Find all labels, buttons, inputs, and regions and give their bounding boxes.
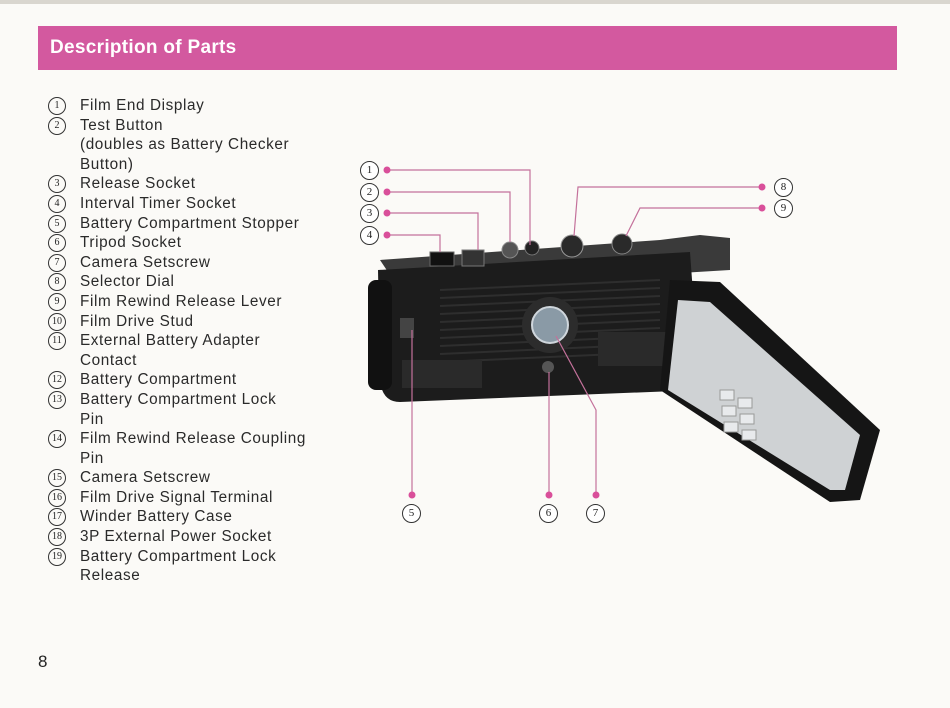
- parts-list: 1 Film End Display 2 Test Button (doubles a…: [48, 96, 348, 586]
- part-item: 15 Camera Setscrew: [48, 468, 348, 488]
- part-item: 18 3P External Power Socket: [48, 527, 348, 547]
- callout-lines: [387, 169, 762, 495]
- front-pad-left: [402, 360, 482, 388]
- part-item: 13 Battery Compartment Lock Pin: [48, 390, 348, 429]
- stopper-shape: [400, 318, 414, 338]
- callout-3: 3: [360, 204, 379, 223]
- part-item: 6 Tripod Socket: [48, 233, 348, 253]
- part-item: 2 Test Button (doubles as Battery Checker…: [48, 116, 348, 175]
- part-name: Film Drive Signal Terminal: [80, 488, 273, 506]
- part-item: 7 Camera Setscrew: [48, 253, 348, 273]
- part-name: Selector Dial: [80, 273, 175, 291]
- part-item: 1 Film End Display: [48, 96, 348, 116]
- part-name: Winder Battery Case: [80, 508, 233, 526]
- callout-8: 8: [774, 178, 793, 197]
- part-number: 12: [48, 371, 66, 390]
- battery-door-inner: [668, 300, 860, 490]
- part-item: 19 Battery Compartment Lock Release: [48, 547, 348, 586]
- part-name: Film Drive Stud: [80, 312, 194, 330]
- part-number: 17: [48, 508, 66, 527]
- callout-dots: [383, 166, 766, 499]
- part-name: Test Button (doubles as Battery Checker …: [80, 116, 290, 173]
- part-item: 9 Film Rewind Release Lever: [48, 292, 348, 312]
- part-number: 5: [48, 214, 66, 233]
- part-number: 3: [48, 175, 66, 194]
- callout-6: 6: [539, 504, 558, 523]
- part-number: 16: [48, 488, 66, 507]
- part-item: 8 Selector Dial: [48, 272, 348, 292]
- battery-contacts: [719, 389, 757, 441]
- part-number: 10: [48, 312, 66, 331]
- part-number: 15: [48, 469, 66, 488]
- front-pad-right: [598, 332, 668, 366]
- part-name: Film Rewind Release Coupling Pin: [80, 430, 306, 467]
- page-number: 8: [38, 652, 48, 671]
- part-number: 6: [48, 234, 66, 253]
- part-name: Camera Setscrew: [80, 469, 211, 487]
- part-item: 14 Film Rewind Release Coupling Pin: [48, 429, 348, 468]
- part-name: Release Socket: [80, 175, 196, 193]
- part-item: 3 Release Socket: [48, 174, 348, 194]
- release-socket-shape: [524, 240, 540, 256]
- part-name: External Battery Adapter Contact: [80, 332, 261, 369]
- section-header: Description of Parts: [38, 26, 897, 70]
- callout-7: 7: [586, 504, 605, 523]
- part-item: 10 Film Drive Stud: [48, 312, 348, 332]
- part-name: Interval Timer Socket: [80, 194, 237, 212]
- drive-stud-face: [531, 306, 569, 344]
- part-name: Battery Compartment Stopper: [80, 214, 300, 232]
- film-end-display-shape: [461, 249, 485, 267]
- callout-2: 2: [360, 183, 379, 202]
- timer-socket-shape: [429, 251, 455, 267]
- part-item: 5 Battery Compartment Stopper: [48, 214, 348, 234]
- callout-4: 4: [360, 226, 379, 245]
- part-item: 4 Interval Timer Socket: [48, 194, 348, 214]
- section-title: Description of Parts: [50, 37, 237, 58]
- part-number: 4: [48, 194, 66, 213]
- part-number: 2: [48, 116, 66, 135]
- part-name: Battery Compartment Lock Pin: [80, 390, 277, 428]
- test-button-shape: [501, 241, 519, 259]
- part-item: 16 Film Drive Signal Terminal: [48, 488, 348, 508]
- part-item: 17 Winder Battery Case: [48, 507, 348, 527]
- callout-9: 9: [774, 199, 793, 218]
- callout-1: 1: [360, 161, 379, 180]
- part-number: 18: [48, 528, 66, 547]
- part-item: 11 External Battery Adapter Contact: [48, 331, 348, 370]
- selector-dial-shape: [560, 234, 584, 258]
- part-name: Film End Display: [80, 97, 205, 114]
- part-number: 1: [48, 97, 66, 115]
- part-name: 3P External Power Socket: [80, 528, 272, 546]
- part-item: 12 Battery Compartment: [48, 370, 348, 390]
- callout-5: 5: [402, 504, 421, 523]
- part-number: 11: [48, 332, 66, 351]
- winder-photo: [368, 166, 880, 502]
- part-number: 9: [48, 292, 66, 311]
- part-name: Battery Compartment Lock Release: [80, 547, 277, 585]
- part-number: 14: [48, 430, 66, 449]
- tripod-socket-shape: [542, 361, 554, 373]
- part-number: 19: [48, 547, 66, 566]
- part-name: Tripod Socket: [80, 234, 182, 252]
- part-name: Film Rewind Release Lever: [80, 292, 283, 310]
- part-name: Camera Setscrew: [80, 253, 211, 271]
- page-top-edge: [0, 0, 950, 4]
- part-number: 13: [48, 390, 66, 409]
- part-name: Battery Compartment: [80, 371, 237, 389]
- part-number: 8: [48, 273, 66, 292]
- part-number: 7: [48, 253, 66, 272]
- winder-end-cap: [368, 280, 392, 390]
- rewind-lever-shape: [611, 233, 633, 255]
